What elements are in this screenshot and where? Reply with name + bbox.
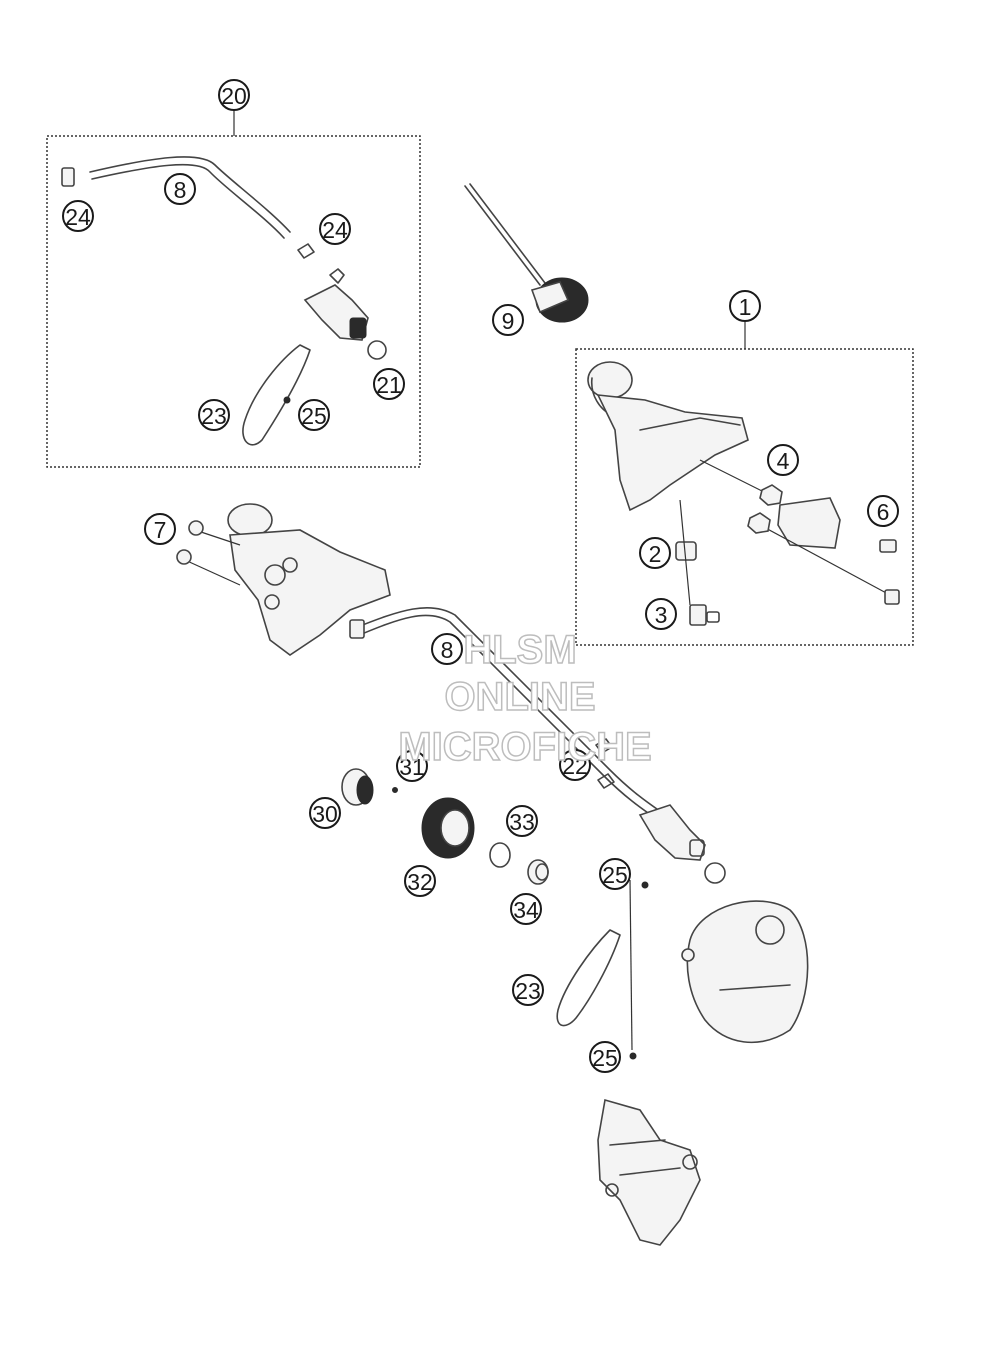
clamp-22 bbox=[595, 738, 615, 789]
screw-25b bbox=[641, 881, 649, 889]
dipstick bbox=[464, 183, 589, 323]
hose-clamp-upper bbox=[297, 243, 315, 259]
callout-22: 22 bbox=[559, 749, 591, 781]
clamp-band-23a bbox=[242, 344, 311, 446]
banjo-bolt-7b bbox=[176, 549, 192, 565]
svg-text:21: 21 bbox=[376, 372, 402, 398]
screw-25a bbox=[283, 396, 291, 404]
screw-3 bbox=[689, 604, 720, 626]
watermark-line-2: ONLINE bbox=[444, 675, 595, 719]
svg-text:3: 3 bbox=[655, 602, 668, 628]
svg-text:8: 8 bbox=[441, 637, 454, 663]
callout-31: 31 bbox=[396, 750, 428, 782]
callout-24-left: 24 bbox=[62, 200, 94, 232]
hose-lower bbox=[349, 606, 673, 827]
callout-33: 33 bbox=[506, 805, 538, 837]
gear-32 bbox=[421, 797, 475, 859]
callout-7: 7 bbox=[144, 513, 176, 545]
slave-cylinder bbox=[638, 804, 726, 884]
watermark: HLSM ONLINE MICROFICHE bbox=[398, 627, 653, 770]
callout-25-middle: 25 bbox=[599, 858, 631, 890]
watermark-line-1: HLSM bbox=[463, 628, 576, 672]
svg-text:2: 2 bbox=[649, 541, 662, 567]
banjo-bolt-7a bbox=[188, 520, 204, 536]
callout-8-upper: 8 bbox=[164, 173, 196, 205]
callout-21: 21 bbox=[373, 368, 405, 400]
callout-30: 30 bbox=[309, 797, 341, 829]
callout-2: 2 bbox=[639, 537, 671, 569]
svg-text:20: 20 bbox=[221, 83, 247, 109]
svg-text:30: 30 bbox=[312, 801, 338, 827]
svg-text:24: 24 bbox=[65, 204, 91, 230]
svg-text:25: 25 bbox=[602, 862, 628, 888]
svg-text:23: 23 bbox=[201, 403, 227, 429]
svg-text:24: 24 bbox=[322, 217, 348, 243]
nut-4 bbox=[759, 484, 783, 506]
watermark-line-3: MICROFICHE bbox=[398, 725, 651, 769]
svg-text:22: 22 bbox=[562, 753, 588, 779]
screw-25c bbox=[629, 1052, 637, 1060]
callout-20: 20 bbox=[218, 79, 250, 111]
svg-text:25: 25 bbox=[592, 1045, 618, 1071]
callout-25-lower: 25 bbox=[589, 1041, 621, 1073]
svg-text:4: 4 bbox=[777, 448, 790, 474]
subassembly-frame-20 bbox=[46, 110, 421, 468]
pin-31 bbox=[392, 787, 398, 793]
master-cylinder-icon bbox=[184, 503, 391, 656]
brake-fluid-reservoir-icon bbox=[587, 361, 749, 512]
callout-4: 4 bbox=[767, 444, 799, 476]
callout-32: 32 bbox=[404, 865, 436, 897]
callout-9: 9 bbox=[492, 304, 524, 336]
svg-text:33: 33 bbox=[509, 809, 535, 835]
callout-25-upper: 25 bbox=[298, 399, 330, 431]
callout-3: 3 bbox=[645, 598, 677, 630]
svg-text:9: 9 bbox=[502, 308, 515, 334]
screw-6b bbox=[884, 589, 900, 605]
svg-text:7: 7 bbox=[154, 517, 167, 543]
svg-text:32: 32 bbox=[407, 869, 433, 895]
clamp-band-23b bbox=[556, 929, 621, 1027]
svg-text:6: 6 bbox=[877, 499, 890, 525]
callout-23-lower: 23 bbox=[512, 974, 544, 1006]
callout-34: 34 bbox=[510, 893, 542, 925]
svg-text:1: 1 bbox=[739, 294, 752, 320]
o-ring-33 bbox=[489, 842, 511, 868]
seal-30 bbox=[341, 768, 374, 806]
callout-6: 6 bbox=[867, 495, 899, 527]
callout-24-right: 24 bbox=[319, 213, 351, 245]
master-cylinder-small bbox=[303, 268, 387, 360]
bushing-34 bbox=[527, 859, 549, 885]
callout-8-lower: 8 bbox=[431, 633, 463, 665]
svg-text:34: 34 bbox=[513, 897, 539, 923]
subassembly-frame-1 bbox=[575, 322, 914, 646]
svg-text:23: 23 bbox=[515, 978, 541, 1004]
svg-text:8: 8 bbox=[174, 177, 187, 203]
callout-23-upper: 23 bbox=[198, 399, 230, 431]
nut-4b bbox=[747, 512, 771, 534]
reservoir-bracket bbox=[699, 459, 891, 596]
clutch-cover-icon bbox=[681, 900, 809, 1044]
brake-caliper-icon bbox=[597, 1098, 701, 1246]
callout-1: 1 bbox=[729, 290, 761, 322]
svg-text:31: 31 bbox=[399, 754, 425, 780]
hose-upper bbox=[61, 156, 291, 239]
screw-6a bbox=[879, 539, 897, 553]
svg-text:25: 25 bbox=[301, 403, 327, 429]
